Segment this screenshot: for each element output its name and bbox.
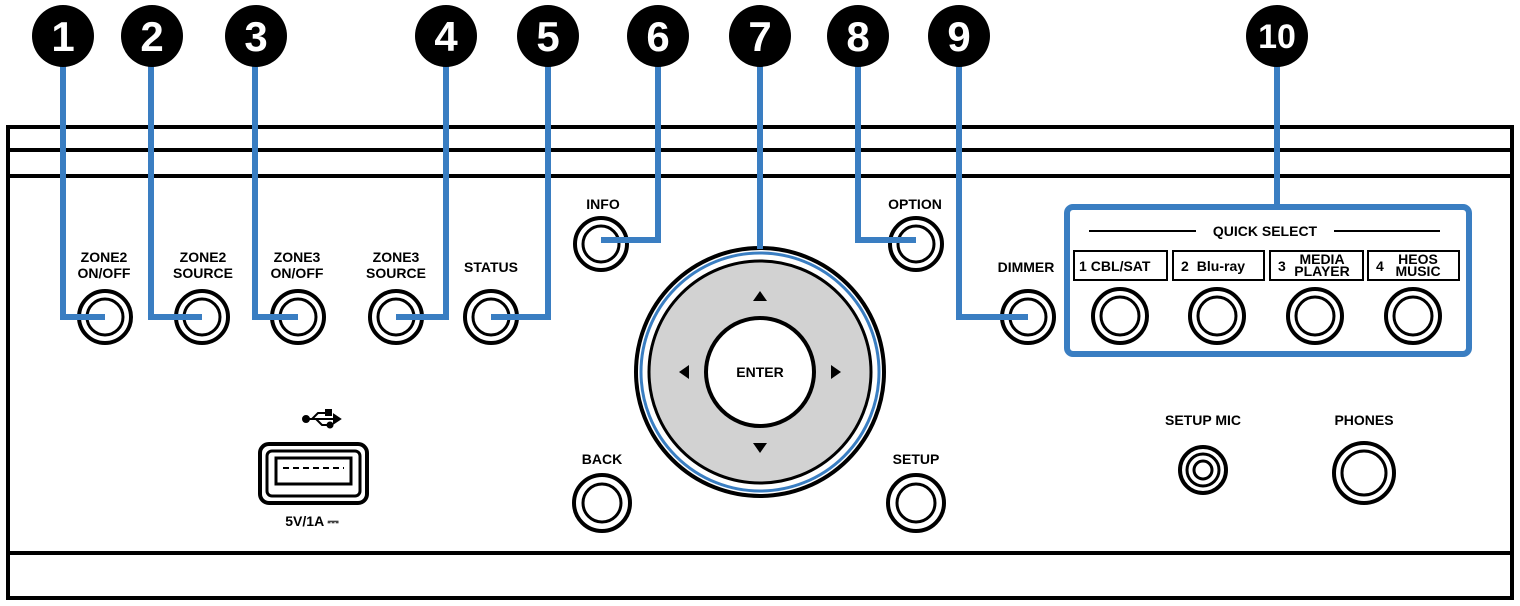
option-button[interactable] (888, 216, 944, 272)
quick-select-4-number: 4 (1376, 258, 1384, 274)
status-label: STATUS (464, 259, 518, 275)
zone3-source-label-line1: ZONE3 (373, 249, 420, 265)
setup-label: SETUP (893, 451, 940, 467)
quick-select-2-label-box (1172, 250, 1265, 281)
usb-rating-label: 5V/1A ⎓ (285, 513, 339, 529)
callout-lines (60, 40, 1280, 320)
setup-mic-label: SETUP MIC (1165, 412, 1241, 428)
quick-select-3-number: 3 (1278, 258, 1286, 274)
usb-port-tongue (274, 456, 353, 486)
callout-number-4: 4 (434, 13, 458, 60)
callout-badge-1: 1 (32, 5, 94, 67)
quick-select-1-number: 1 (1079, 258, 1087, 274)
callout-badge-9: 9 (928, 5, 990, 67)
zone3-on-off-label-line2: ON/OFF (271, 265, 324, 281)
phones-jack[interactable] (1332, 441, 1396, 505)
cursor-left-arrow[interactable] (679, 365, 689, 379)
dimmer-label: DIMMER (998, 259, 1055, 275)
enter-label: ENTER (736, 364, 783, 380)
callout-line-6 (601, 40, 661, 243)
usb-icon (302, 409, 342, 429)
quick-select-3-name-line1: MEDIA (1299, 251, 1344, 267)
callout-line-1 (60, 40, 105, 320)
quick-select-1-name: CBL/SAT (1091, 258, 1151, 274)
quick-select-highlight-frame (1064, 204, 1472, 357)
callout-line-9 (956, 40, 1028, 320)
callout-badge-2: 2 (121, 5, 183, 67)
usb-port[interactable] (258, 442, 369, 505)
quick-select-title: QUICK SELECT (1213, 223, 1318, 239)
quick-select-3-label-box (1269, 250, 1364, 281)
callout-number-10: 10 (1258, 18, 1296, 56)
quick-select-2-name: Blu-ray (1197, 258, 1245, 274)
phones-label: PHONES (1334, 412, 1393, 428)
callout-line-3 (252, 40, 298, 320)
cursor-down-arrow[interactable] (753, 443, 767, 453)
zone2-on-off-label-line1: ZONE2 (81, 249, 128, 265)
zone3-on-off-label-line1: ZONE3 (274, 249, 321, 265)
setup-button[interactable] (886, 473, 946, 533)
callout-badge-8: 8 (827, 5, 889, 67)
zone3-source-label-line2: SOURCE (366, 265, 426, 281)
callout-number-3: 3 (244, 13, 267, 60)
quick-select-4-name-line2: MUSIC (1395, 263, 1440, 279)
panel-outline (6, 125, 1514, 600)
option-label: OPTION (888, 196, 942, 212)
callout-line-8 (855, 40, 916, 243)
enter-button[interactable] (704, 316, 816, 428)
zone2-source-label-line2: SOURCE (173, 265, 233, 281)
callout-number-1: 1 (51, 13, 74, 60)
callout-badge-7: 7 (729, 5, 791, 67)
cursor-right-arrow[interactable] (831, 365, 841, 379)
quick-select-2-number: 2 (1181, 258, 1189, 274)
quick-select-3-button[interactable] (1286, 287, 1344, 345)
zone2-on-off-label-line2: ON/OFF (78, 265, 131, 281)
callout-badge-10: 10 (1246, 5, 1308, 67)
cursor-up-arrow[interactable] (753, 291, 767, 301)
info-label: INFO (586, 196, 620, 212)
quick-select-3-name-line2: PLAYER (1294, 263, 1350, 279)
callout-line-2 (148, 40, 202, 320)
callout-number-8: 8 (846, 13, 869, 60)
callout-badge-3: 3 (225, 5, 287, 67)
cursor-pad[interactable] (634, 246, 886, 498)
callout-badges: 1 2 3 4 5 6 7 8 9 10 (32, 5, 1308, 67)
quick-select-1-label-box (1073, 250, 1168, 281)
callout-badge-4: 4 (415, 5, 477, 67)
quick-select-2-button[interactable] (1188, 287, 1246, 345)
zone2-source-label-line1: ZONE2 (180, 249, 227, 265)
callout-line-5 (491, 40, 551, 320)
info-button[interactable] (573, 216, 629, 272)
cursor-pad-blue-ring (639, 251, 881, 493)
callout-number-2: 2 (140, 13, 163, 60)
panel-labels: ZONE2 ON/OFF ZONE2 SOURCE ZONE3 ON/OFF Z… (78, 196, 1394, 529)
back-button[interactable] (572, 473, 632, 533)
quick-select-4-button[interactable] (1384, 287, 1442, 345)
quick-select-1-button[interactable] (1091, 287, 1149, 345)
callout-badge-5: 5 (517, 5, 579, 67)
callout-number-9: 9 (947, 13, 970, 60)
callout-badge-6: 6 (627, 5, 689, 67)
knobs (77, 216, 1056, 533)
quick-select-4-name-line1: HEOS (1398, 251, 1438, 267)
callout-number-7: 7 (748, 13, 771, 60)
back-label: BACK (582, 451, 622, 467)
quick-select-2-label: 2 Blu-ray (1181, 258, 1245, 274)
callout-number-5: 5 (536, 13, 559, 60)
setup-mic-jack[interactable] (1178, 445, 1228, 495)
callout-number-6: 6 (646, 13, 669, 60)
callout-line-4 (396, 40, 449, 320)
quick-select-4-label-box (1367, 250, 1460, 281)
